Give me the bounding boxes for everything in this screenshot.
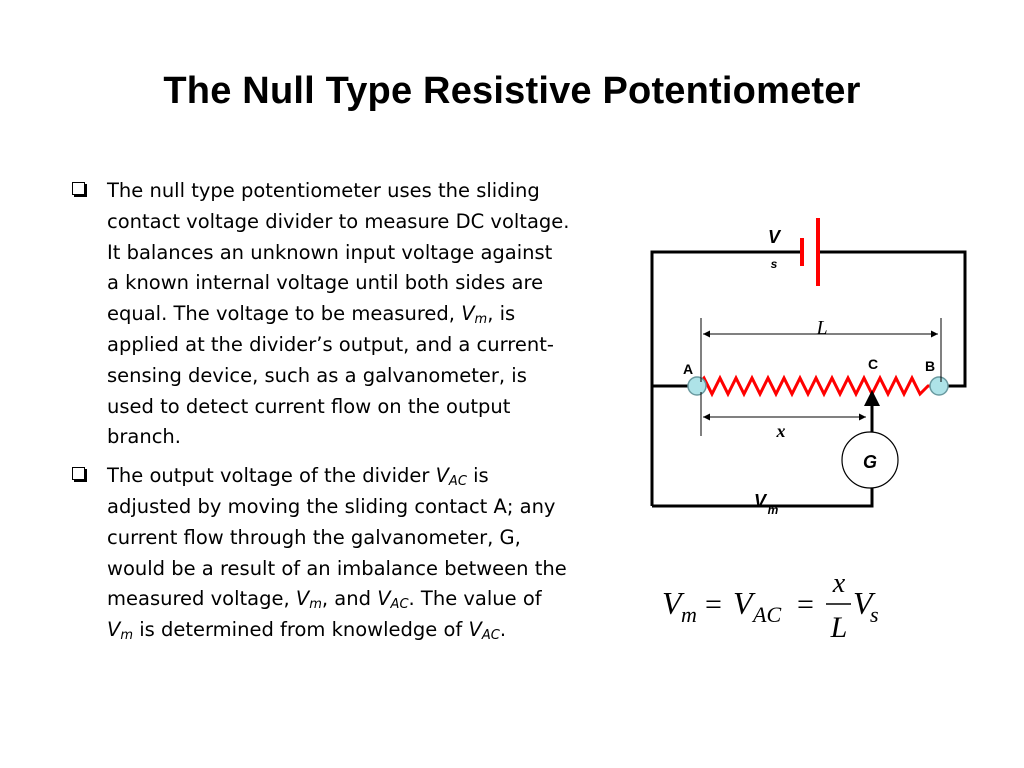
node-a-label: A xyxy=(683,361,693,377)
text-run: is determined from knowledge of xyxy=(133,618,469,642)
subscript-text: AC xyxy=(448,474,467,490)
slider-arrow-icon xyxy=(864,390,880,406)
checkbox-bullet-icon xyxy=(72,467,85,481)
subscript-text: m xyxy=(120,628,134,644)
terminal-a xyxy=(687,376,707,396)
eq-numerator: x xyxy=(832,568,846,599)
slider-label: x xyxy=(776,421,786,441)
galvanometer-label: G xyxy=(863,452,877,472)
bullet-text-2: The output voltage of the divider VAC is… xyxy=(107,461,570,646)
eq-rhs-sub: s xyxy=(870,602,879,627)
terminal-b xyxy=(929,376,949,396)
galvanometer-symbol xyxy=(841,431,899,489)
text-run: The null type potentiometer uses the sli… xyxy=(107,179,570,326)
bullet-text-1: The null type potentiometer uses the sli… xyxy=(107,176,570,453)
slide-title: The Null Type Resistive Potentiometer xyxy=(163,70,861,112)
vm-subscript: m xyxy=(768,503,779,517)
eq-denominator: L xyxy=(830,611,848,644)
bullet-list: The null type potentiometer uses the sli… xyxy=(70,176,570,654)
subscript-text: AC xyxy=(481,628,500,644)
text-run: V xyxy=(295,587,310,611)
equation: V m = V AC = x L V s xyxy=(662,568,879,644)
subscript-text: m xyxy=(474,312,488,328)
subscript-text: AC xyxy=(390,597,409,613)
vs-label: V xyxy=(768,227,782,247)
text-run: , and xyxy=(321,587,378,611)
text-run: . xyxy=(499,618,507,642)
wire-vm-bottom xyxy=(652,484,874,508)
eq-lhs-sub: m xyxy=(681,602,697,627)
text-run: V xyxy=(468,618,482,642)
text-run: V xyxy=(377,587,391,611)
text-run: The output voltage of the divider xyxy=(107,464,436,488)
eq-mid-sub: AC xyxy=(751,602,781,627)
text-run: V xyxy=(107,618,121,642)
text-run: , is applied at the divider’s output, an… xyxy=(107,302,554,449)
vs-subscript: s xyxy=(771,257,778,271)
text-run: . The value of xyxy=(408,587,542,611)
resistor-zigzag xyxy=(695,374,932,398)
bullet-item-2: The output voltage of the divider VAC is… xyxy=(70,461,570,646)
length-label: L xyxy=(815,317,827,339)
circuit-wires xyxy=(650,250,967,508)
eq-lhs-main: V xyxy=(662,585,685,621)
slider-dimension xyxy=(700,392,866,436)
text-run: V xyxy=(461,302,475,326)
eq-rhs-main: V xyxy=(853,585,876,621)
node-c-label: C xyxy=(868,356,878,372)
vm-label: V xyxy=(754,491,768,511)
eq-mid-main: V xyxy=(733,585,756,621)
subscript-text: m xyxy=(309,597,322,613)
node-b-label: B xyxy=(925,358,935,374)
text-run: V xyxy=(435,464,449,488)
battery-symbol xyxy=(800,218,820,286)
bullet-item-1: The null type potentiometer uses the sli… xyxy=(70,176,570,453)
eq-equals-1: = xyxy=(705,588,722,621)
eq-equals-2: = xyxy=(797,588,814,621)
wire-right-top xyxy=(818,250,967,388)
text-run: is adjusted by moving the sliding contac… xyxy=(107,464,567,611)
wire-left-top xyxy=(650,250,802,506)
checkbox-bullet-icon xyxy=(72,182,85,195)
length-dimension xyxy=(700,318,942,382)
